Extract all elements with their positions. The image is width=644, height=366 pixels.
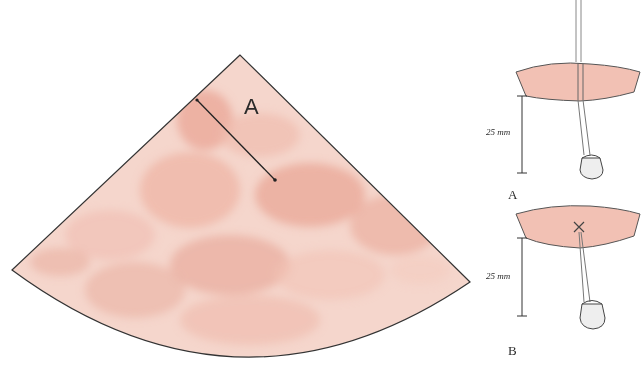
scale-length: 25 mm [486,128,510,137]
ultrasound-sector [12,55,470,357]
panel-letter: A [508,188,517,201]
specimen-a [516,0,640,179]
scale-length: 25 mm [486,272,510,281]
measurement-letter: A [244,96,259,118]
tissue-texture [30,90,450,345]
measure-line [197,100,275,180]
panel-letter: B [508,344,517,357]
specimen-b [516,206,640,329]
